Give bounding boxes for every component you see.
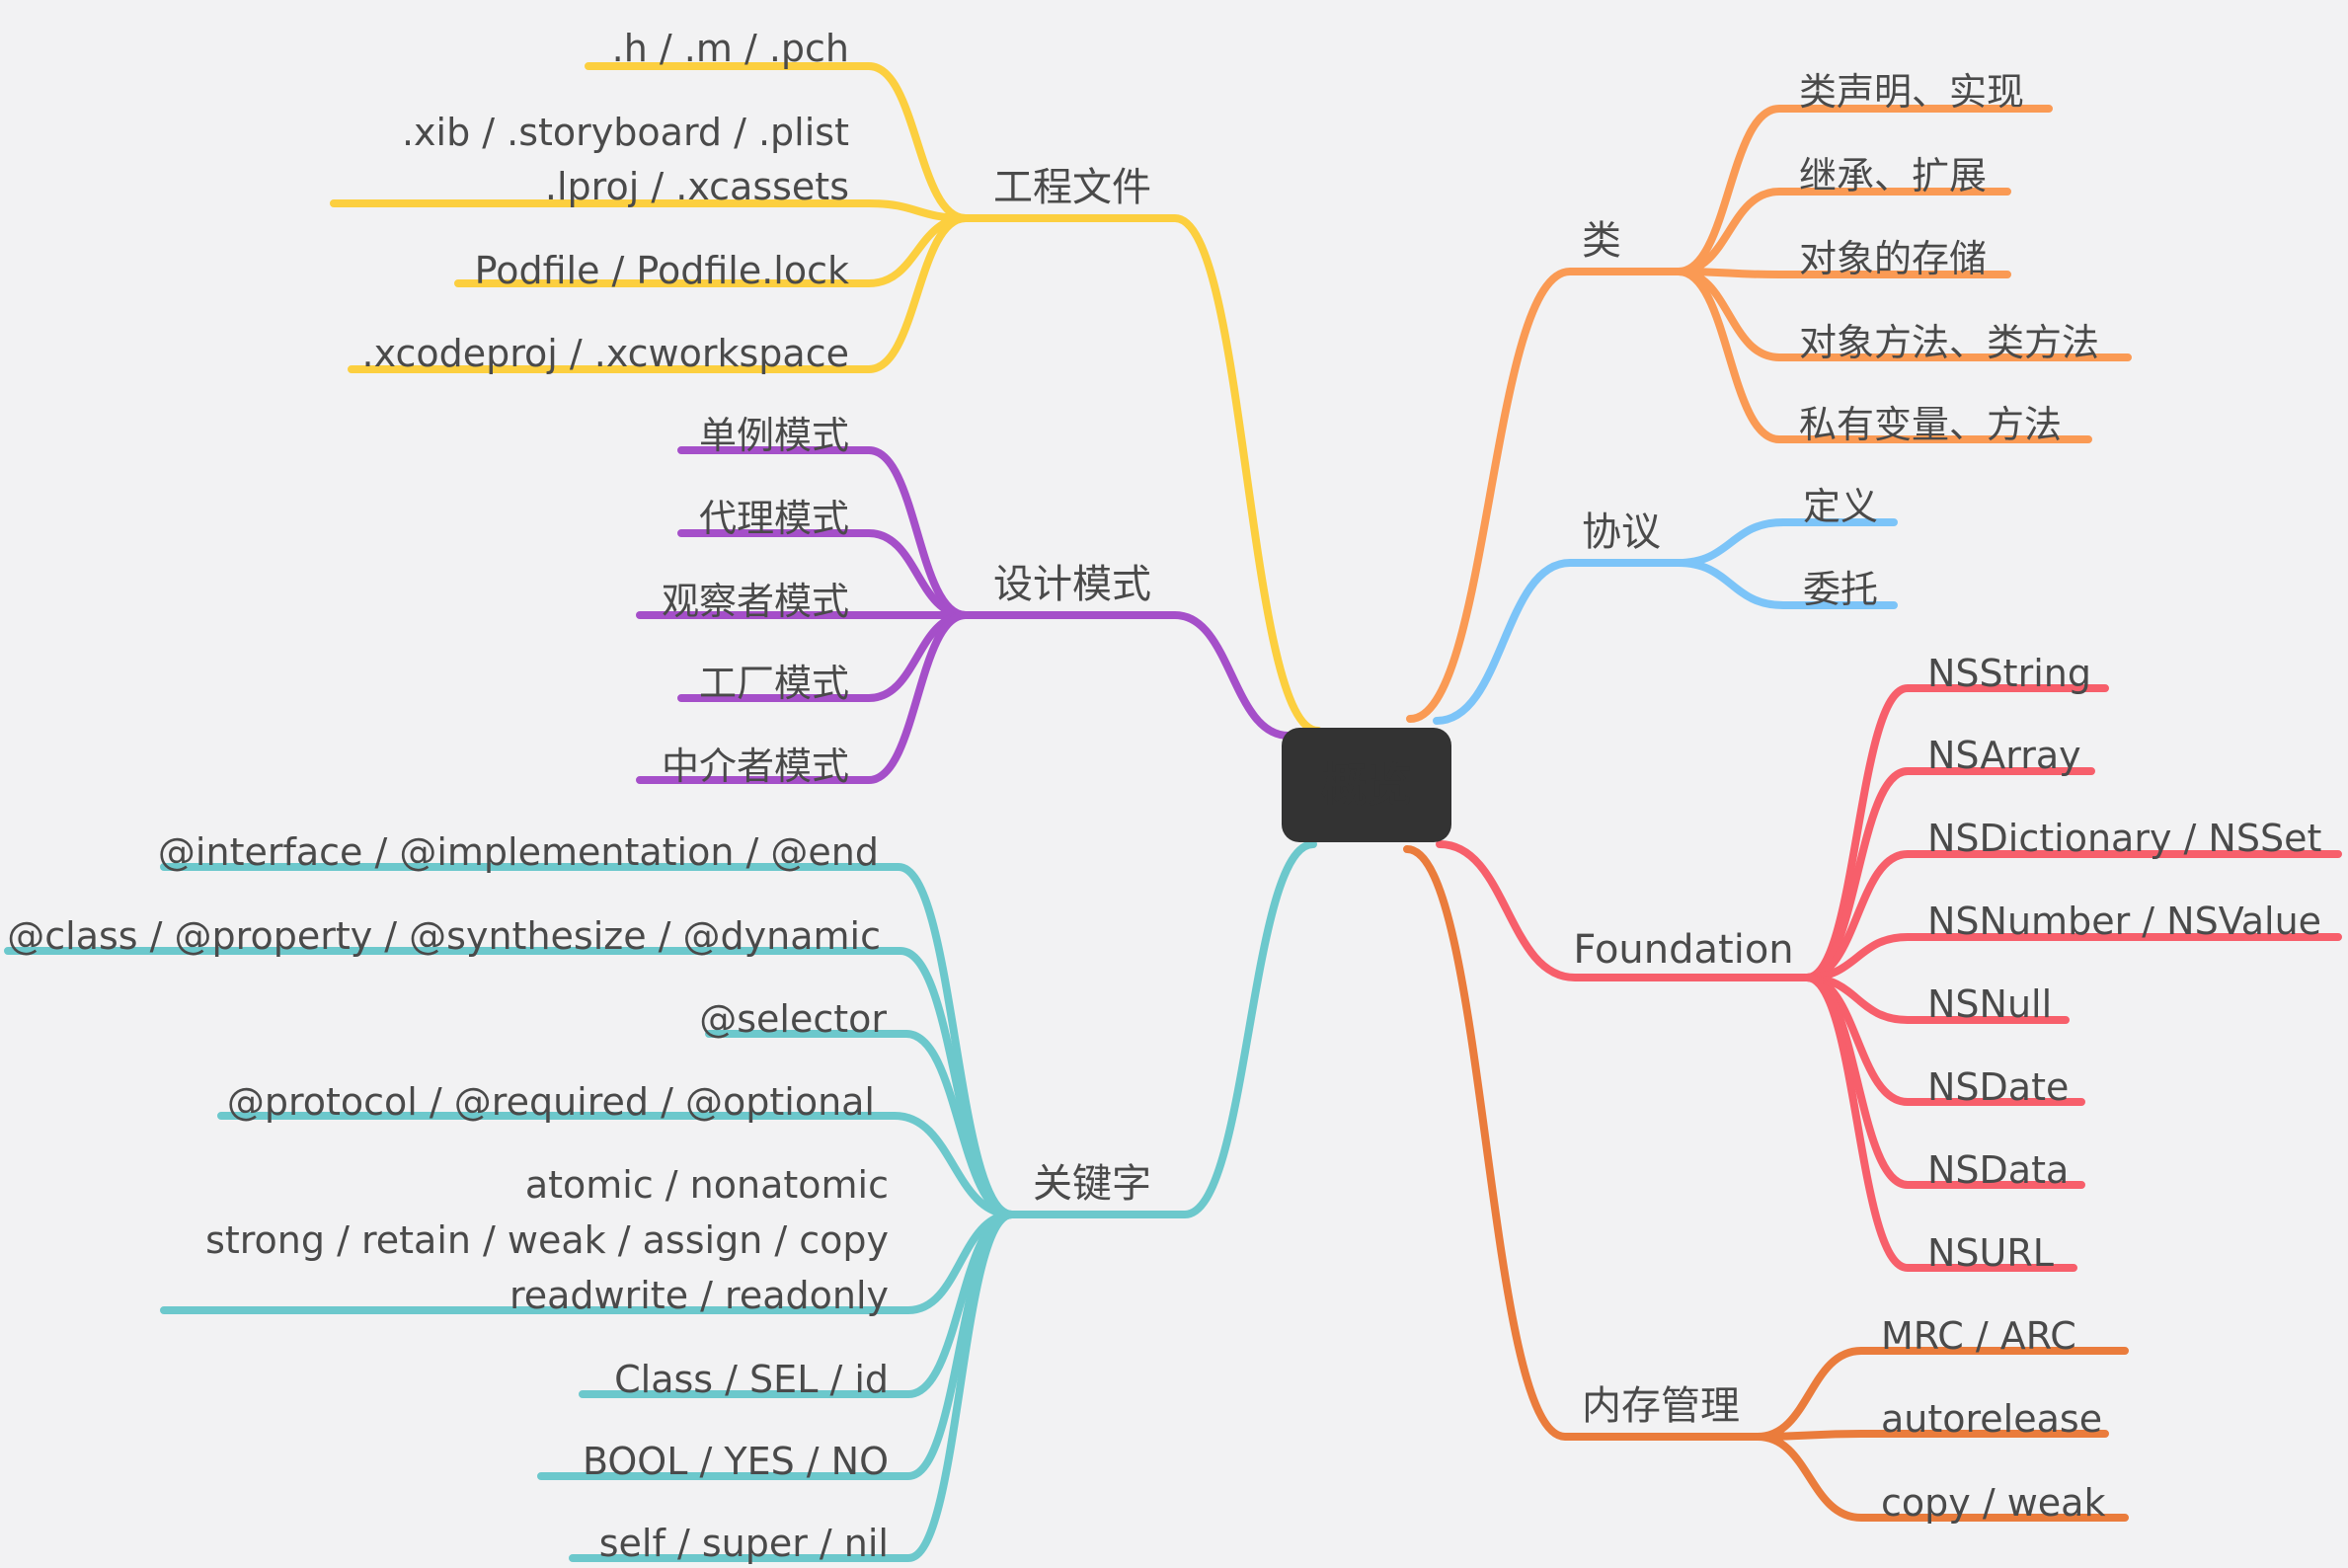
leaf-line: [1675, 105, 2053, 275]
root-node: [1282, 728, 1451, 842]
design-patterns-label: 设计模式: [993, 562, 1151, 607]
root-label: 概览: [1321, 758, 1412, 812]
leaf-line: [1675, 268, 2092, 443]
leaf-node: [1803, 850, 2342, 981]
leaf-label: strong / retain / weak / assign / copy: [205, 1218, 889, 1262]
leaf-node: [569, 1211, 1016, 1562]
leaf-label: 对象的存储: [1799, 237, 1987, 280]
project-files-branch-line: [962, 214, 1322, 735]
branch-design-patterns: [636, 446, 1292, 784]
leaf-label: @protocol / @required / @optional: [227, 1080, 875, 1124]
leaf-node: [348, 214, 970, 373]
leaf-line: [1754, 1433, 2129, 1522]
leaf-node: [677, 529, 970, 619]
leaf-label: NSString: [1927, 652, 2091, 695]
leaf-label: NSURL: [1927, 1231, 2054, 1275]
leaf-label: .xib / .storyboard / .plist: [402, 111, 849, 154]
leaf-label: 工厂模式: [699, 662, 849, 705]
branch-foundation: [1436, 684, 2342, 1272]
leaf-label: @interface / @implementation / @end: [158, 830, 879, 874]
leaf-line: [217, 1112, 1016, 1218]
leaf-node: [1675, 559, 1898, 609]
leaf-label: @class / @property / @synthesize / @dyna…: [7, 914, 881, 958]
leaf-line: [569, 1211, 1016, 1562]
class-branch-line: [1406, 268, 1683, 723]
leaf-label: readwrite / readonly: [509, 1274, 889, 1317]
branch-project-files: [330, 62, 1322, 735]
protocol-label: 协议: [1582, 510, 1661, 555]
leaf-label: NSArray: [1927, 734, 2081, 777]
leaf-label: NSNull: [1927, 982, 2052, 1026]
leaf-label: .xcodeproj / .xcworkspace: [362, 332, 849, 375]
leaf-label: NSNumber / NSValue: [1927, 900, 2321, 943]
leaf-label: MRC / ARC: [1881, 1314, 2076, 1358]
root-box: [1282, 728, 1451, 842]
leaf-node: [1803, 933, 2342, 981]
class-label: 类: [1582, 218, 1621, 264]
keywords-branch-line: [1008, 840, 1317, 1218]
leaf-label: NSData: [1927, 1148, 2069, 1192]
design-patterns-branch-line: [962, 611, 1292, 740]
leaf-node: [705, 1030, 1016, 1218]
branch-memory: [1403, 845, 2129, 1522]
leaf-line: [677, 529, 970, 619]
leaf-label: 中介者模式: [662, 745, 849, 788]
leaf-label: 单例模式: [699, 414, 849, 457]
leaf-node: [636, 611, 970, 784]
leaf-node: [1675, 268, 2092, 443]
memory-label: 内存管理: [1582, 1383, 1740, 1429]
leaf-label: 对象方法、类方法: [1799, 321, 2099, 364]
protocol-branch-line: [1433, 559, 1683, 725]
leaf-label: NSDate: [1927, 1065, 2069, 1109]
leaf-line: [348, 214, 970, 373]
leaf-line: [1803, 933, 2342, 981]
foundation-branch-line: [1436, 840, 1811, 981]
leaf-line: [1803, 974, 2077, 1272]
leaf-label: @selector: [699, 997, 887, 1041]
leaf-node: [1675, 105, 2053, 275]
leaf-line: [705, 1030, 1016, 1218]
keywords-label: 关键字: [1033, 1161, 1151, 1207]
leaf-label: 类声明、实现: [1799, 70, 2024, 114]
leaf-node: [1675, 518, 1898, 567]
leaf-label: autorelease: [1881, 1397, 2102, 1441]
branch-class: [1406, 105, 2132, 723]
leaf-node: [585, 62, 970, 222]
leaf-node: [217, 1112, 1016, 1218]
leaf-label: .h / .m / .pch: [612, 27, 849, 70]
leaf-label: Class / SEL / id: [614, 1358, 889, 1401]
leaf-label: NSDictionary / NSSet: [1927, 817, 2321, 860]
leaf-line: [1675, 518, 1898, 567]
leaf-line: [585, 62, 970, 222]
project-files-label: 工程文件: [993, 165, 1151, 210]
branch-keywords: [4, 840, 1317, 1562]
leaf-line: [636, 611, 970, 784]
leaf-label: BOOL / YES / NO: [583, 1440, 889, 1483]
leaf-label: copy / weak: [1881, 1481, 2105, 1525]
leaf-node: [1803, 974, 2077, 1272]
leaf-node: [1754, 1433, 2129, 1522]
leaf-label: Podfile / Podfile.lock: [475, 249, 849, 292]
leaf-node: [1754, 1347, 2129, 1441]
leaf-label: 继承、扩展: [1799, 154, 1987, 197]
leaf-label: 私有变量、方法: [1799, 403, 2062, 446]
leaf-line: [1675, 188, 2011, 275]
leaf-node: [1675, 188, 2011, 275]
foundation-label: Foundation: [1573, 927, 1793, 973]
leaf-line: [1754, 1347, 2129, 1441]
leaf-label: 观察者模式: [662, 580, 849, 623]
leaf-line: [1675, 559, 1898, 609]
leaf-label: 定义: [1803, 485, 1878, 528]
leaf-label: self / super / nil: [599, 1522, 889, 1565]
leaf-line: [1803, 850, 2342, 981]
branch-protocol: [1433, 518, 1898, 725]
memory-branch-line: [1403, 845, 1761, 1441]
leaf-label: atomic / nonatomic: [525, 1163, 889, 1207]
leaf-label: 委托: [1803, 568, 1878, 611]
leaf-label: .lproj / .xcassets: [545, 165, 849, 208]
leaf-label: 代理模式: [699, 497, 849, 540]
